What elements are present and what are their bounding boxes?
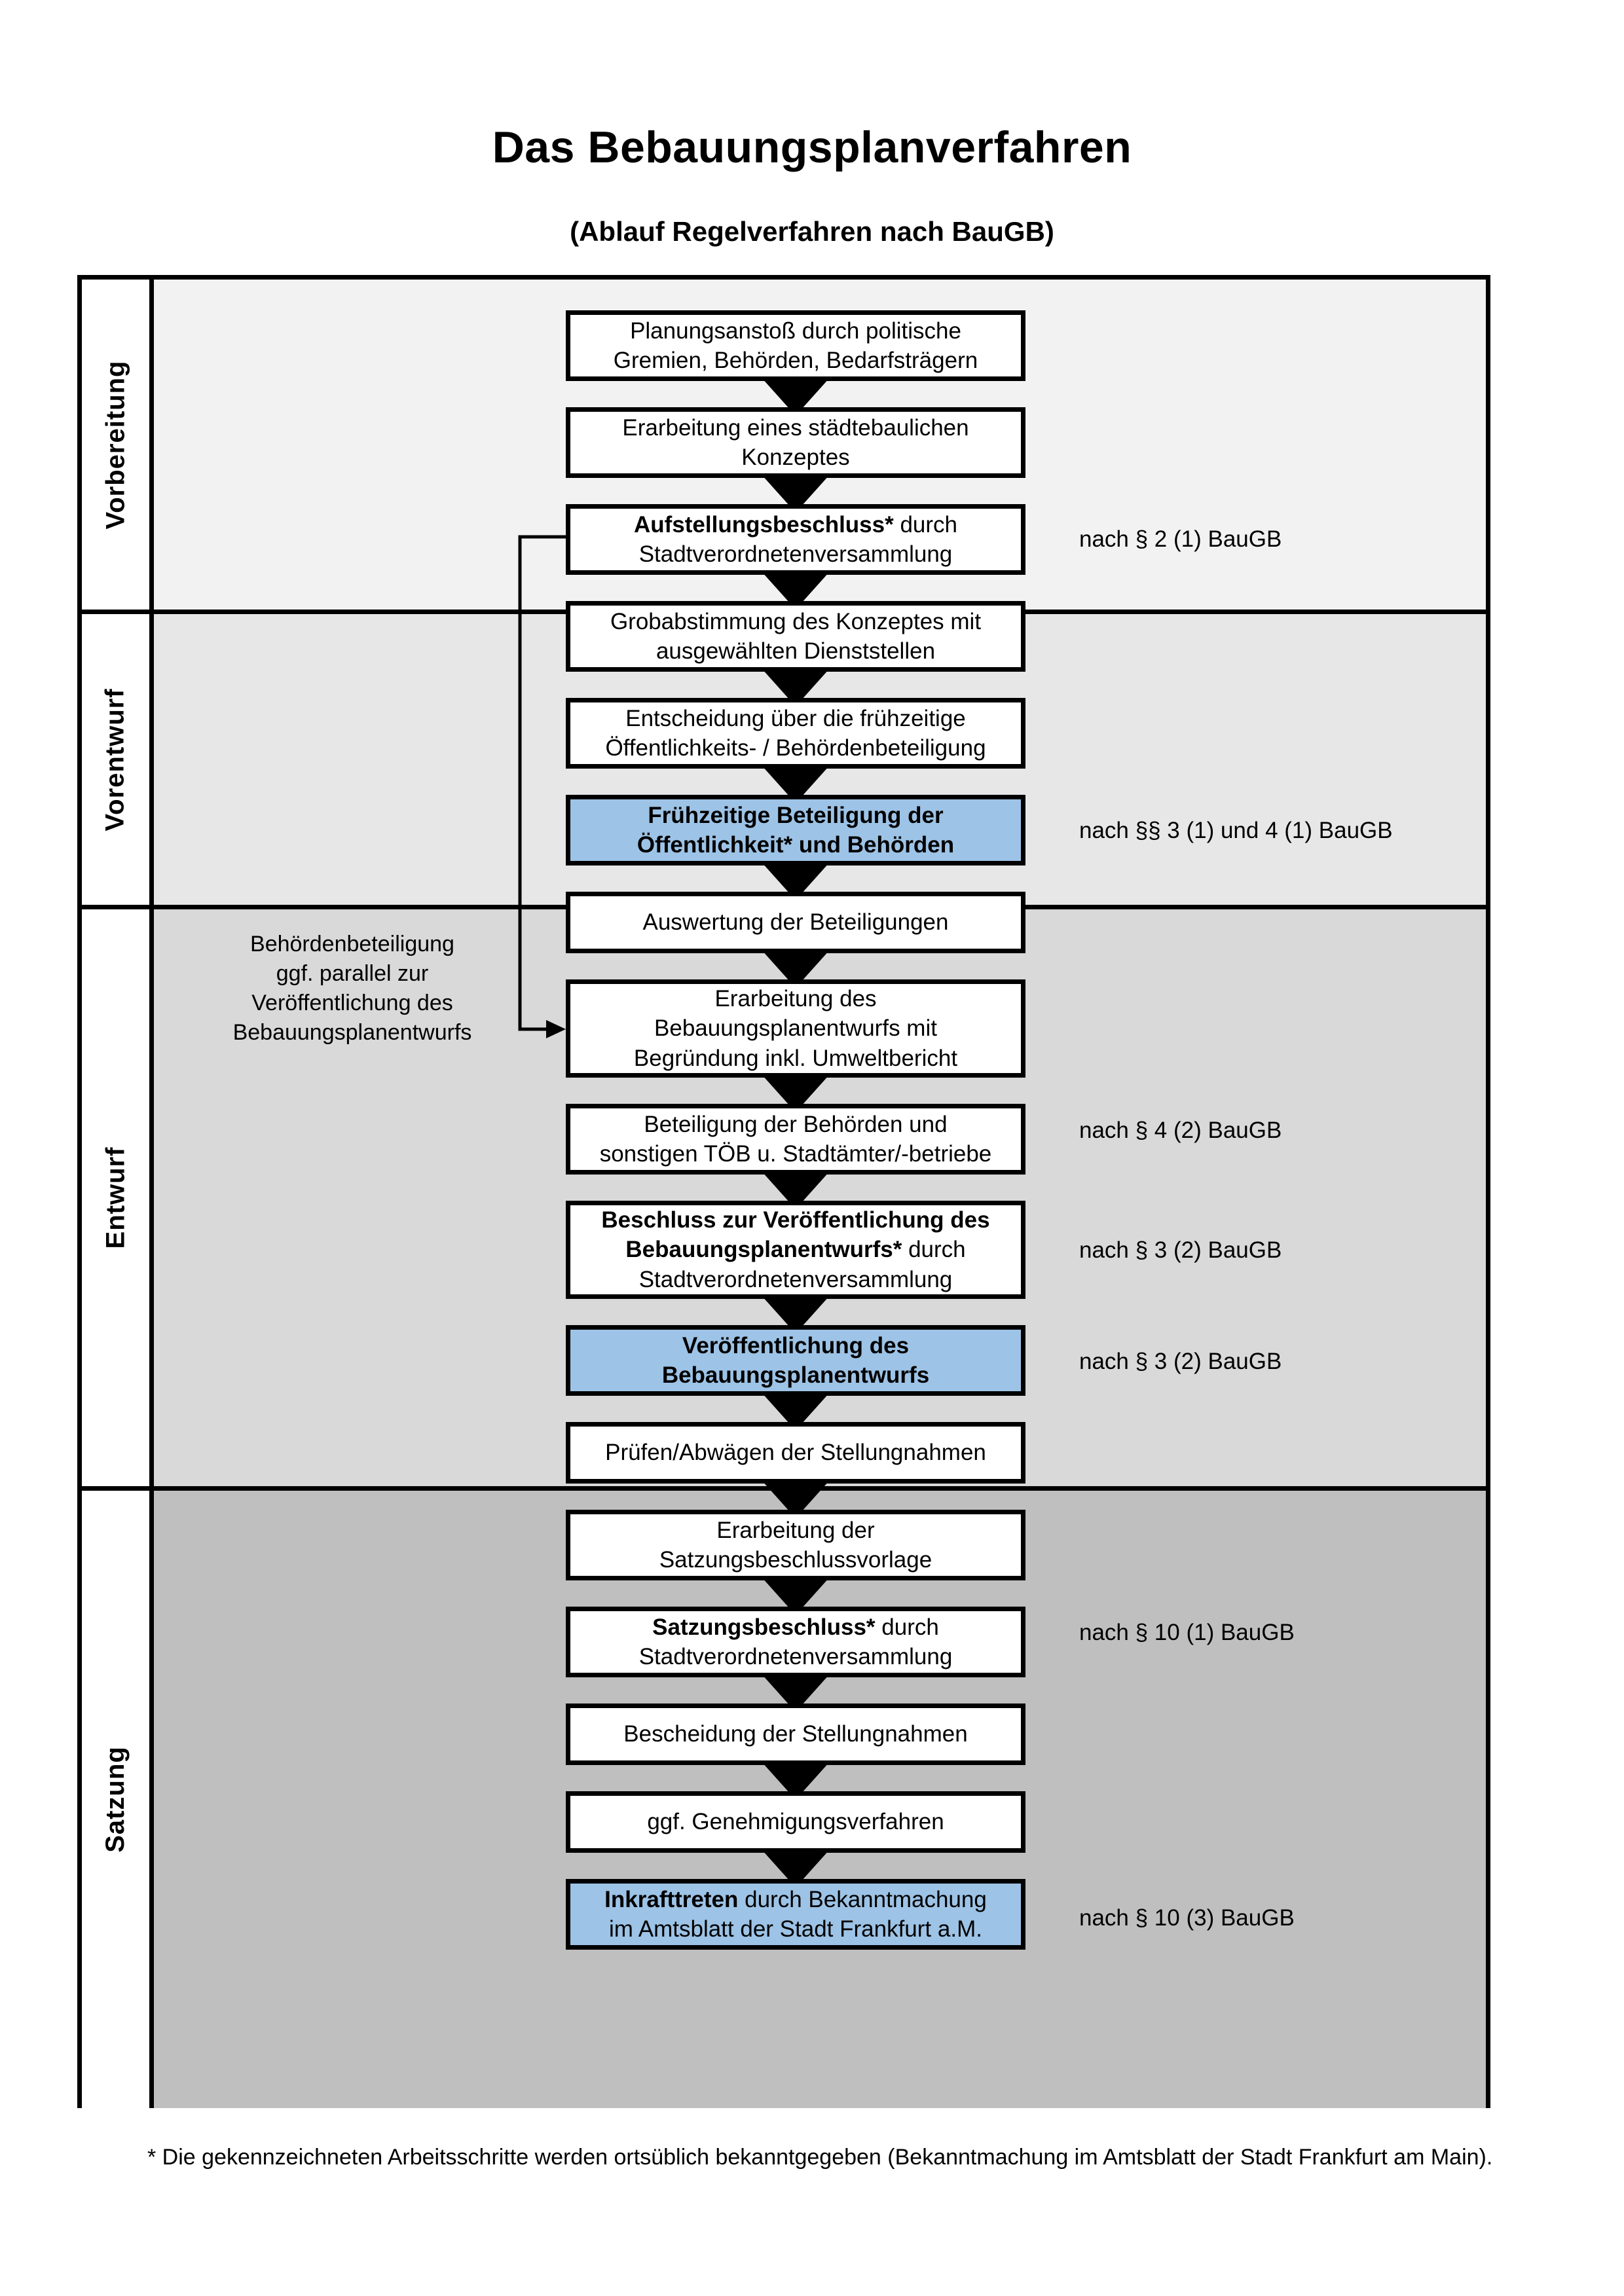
reference-3-1-4-1: nach §§ 3 (1) und 4 (1) BauGB	[1079, 818, 1393, 843]
flow-step-17-text: Inkrafttreten durch Bekanntmachung im Am…	[604, 1886, 987, 1942]
flow-step-12-text: Prüfen/Abwägen der Stellungnahmen	[605, 1440, 986, 1466]
flow-step-8[interactable]: Erarbeitung des Bebauungsplanentwurfs mi…	[566, 979, 1025, 1078]
reference-10-3: nach § 10 (3) BauGB	[1079, 1905, 1295, 1931]
side-note-behoerdenbeteiligung: Behördenbeteiligung ggf. parallel zur Ve…	[232, 932, 472, 1045]
flow-step-17[interactable]: Inkrafttreten durch Bekanntmachung im Am…	[566, 1879, 1025, 1950]
reference-4-2: nach § 4 (2) BauGB	[1079, 1118, 1282, 1143]
flow-step-16-text: ggf. Genehmigungsverfahren	[647, 1809, 944, 1835]
page-subtitle: (Ablauf Regelverfahren nach BauGB)	[570, 216, 1054, 247]
footnote: * Die gekennzeichneten Arbeitsschritte w…	[147, 2145, 1493, 2170]
flow-step-10-text: Beschluss zur Veröffentlichung des Bebau…	[601, 1207, 990, 1292]
flow-step-15-text: Bescheidung der Stellungnahmen	[623, 1721, 968, 1747]
reference-10-1: nach § 10 (1) BauGB	[1079, 1620, 1295, 1645]
flow-step-7[interactable]: Auswertung der Beteiligungen	[566, 892, 1025, 953]
flow-step-10[interactable]: Beschluss zur Veröffentlichung des Bebau…	[566, 1201, 1025, 1299]
flow-step-8-text: Erarbeitung des Bebauungsplanentwurfs mi…	[633, 985, 958, 1071]
reference-3-2-b: nach § 3 (2) BauGB	[1079, 1349, 1282, 1374]
flow-step-15[interactable]: Bescheidung der Stellungnahmen	[566, 1704, 1025, 1765]
page-title: Das Bebauungsplanverfahren	[492, 122, 1132, 172]
phase-label-cell-vorbereitung: Vorbereitung	[82, 280, 154, 610]
flow-step-12[interactable]: Prüfen/Abwägen der Stellungnahmen	[566, 1422, 1025, 1484]
flow-step-16[interactable]: ggf. Genehmigungsverfahren	[566, 1791, 1025, 1853]
phase-label-cell-satzung: Satzung	[82, 1491, 154, 2108]
flow-step-7-text: Auswertung der Beteiligungen	[642, 909, 949, 936]
reference-2-1: nach § 2 (1) BauGB	[1079, 526, 1282, 552]
reference-3-2-a: nach § 3 (2) BauGB	[1079, 1237, 1282, 1263]
phase-label-cell-entwurf: Entwurf	[82, 909, 154, 1486]
phase-label-cell-vorentwurf: Vorentwurf	[82, 614, 154, 905]
